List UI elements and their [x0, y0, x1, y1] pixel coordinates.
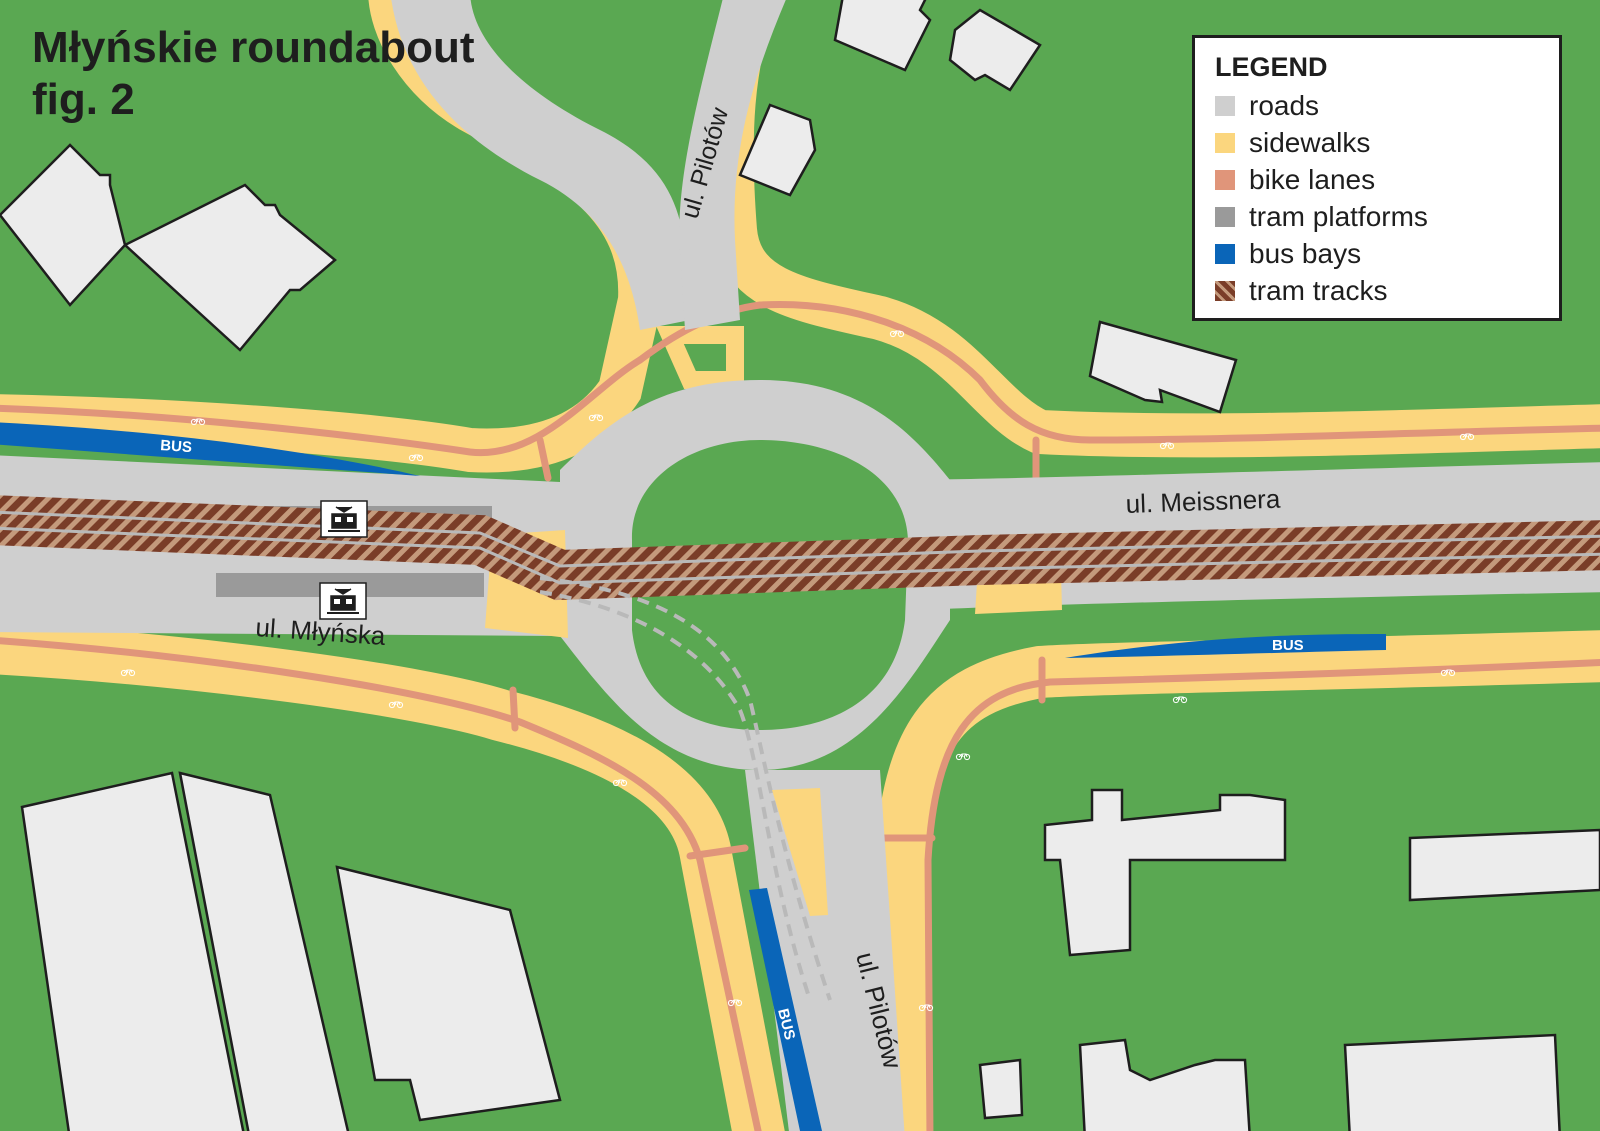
building-se5: [1343, 1033, 1561, 1131]
map-title-line1: Młyńskie roundabout: [32, 23, 475, 72]
building-ne: [1088, 320, 1238, 414]
planned-track-dashes: [539, 576, 832, 1001]
legend-item-tram-platforms: tram platforms: [1215, 198, 1539, 235]
legend-item-bike-lanes: bike lanes: [1215, 161, 1539, 198]
legend-swatch-tram-platforms: [1215, 206, 1235, 227]
legend-label-bike-lanes: bike lanes: [1249, 163, 1376, 195]
bus-bay-south[interactable]: [749, 888, 822, 1131]
building-se2: [1408, 828, 1600, 902]
legend-item-sidewalks: sidewalks: [1215, 124, 1539, 161]
legend-swatch-tram-tracks: [1215, 280, 1235, 301]
legend-label-bus-bays: bus bays: [1249, 237, 1362, 269]
legend-swatch-bus-bays: [1215, 243, 1235, 264]
map-title: Młyńskie roundabout fig. 2: [32, 22, 474, 126]
bus-bay-east-label: BUS: [1272, 637, 1304, 654]
legend-label-tram-tracks: tram tracks: [1249, 274, 1388, 306]
bus-bay-east[interactable]: [1065, 634, 1386, 658]
building-sw1: [20, 771, 245, 1131]
tram-tracks: [0, 495, 1600, 601]
building-sw2: [178, 771, 350, 1131]
tram-stop-icon[interactable]: [319, 582, 367, 620]
bus-bay-west[interactable]: [0, 422, 420, 476]
tram-stop-icon[interactable]: [320, 500, 368, 538]
legend-label-tram-platforms: tram platforms: [1249, 200, 1428, 232]
legend-item-roads: roads: [1215, 87, 1539, 124]
legend-swatch-roads: [1215, 95, 1235, 116]
legend-heading: LEGEND: [1215, 52, 1328, 82]
street-label-meissnera: ul. Meissnera: [1125, 484, 1281, 519]
building-n2: [948, 8, 1042, 92]
legend: LEGEND roads sidewalks bike lanes tram p…: [1192, 35, 1562, 321]
legend-label-sidewalks: sidewalks: [1249, 126, 1371, 158]
legend-item-tram-tracks: tram tracks: [1215, 272, 1539, 309]
map-title-line2: fig. 2: [32, 75, 135, 124]
building-sw3: [335, 865, 562, 1122]
crossing-south: [772, 788, 828, 916]
building-nw: [0, 143, 337, 352]
building-se4: [1078, 1038, 1251, 1131]
legend-swatch-sidewalks: [1215, 132, 1235, 153]
legend-label-roads: roads: [1249, 89, 1320, 121]
building-n3: [738, 103, 817, 197]
legend-swatch-bike-lanes: [1215, 169, 1235, 190]
bus-bay-west-label: BUS: [160, 437, 193, 456]
bike-lanes: [0, 300, 1600, 1131]
building-se3: [978, 1058, 1024, 1120]
legend-item-bus-bays: bus bays: [1215, 235, 1539, 272]
building-n1: [833, 0, 932, 72]
building-se1: [1043, 788, 1287, 957]
